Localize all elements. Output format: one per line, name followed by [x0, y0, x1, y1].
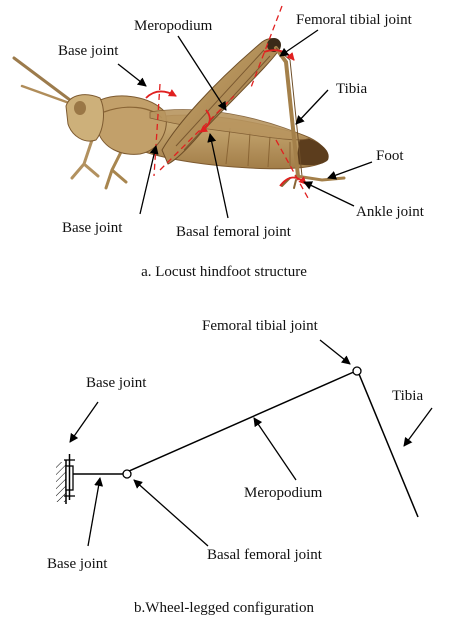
femoral-tibial-leader: [280, 30, 318, 56]
b-femoral-tibial-leader: [320, 340, 350, 364]
panel-a: Meropodium Femoral tibial joint Base joi…: [14, 6, 425, 280]
panel-b-labels: Femoral tibial joint Base joint Tibia Me…: [47, 318, 423, 572]
caption-a: a. Locust hindfoot structure: [141, 264, 307, 280]
foot-leader: [328, 162, 372, 178]
label-basal-femoral-joint: Basal femoral joint: [176, 224, 292, 240]
base-joint-bottom-leader: [140, 146, 156, 214]
hind-foot: [296, 176, 344, 180]
b-basal-femoral-leader: [134, 480, 208, 546]
meropodium-link: [127, 371, 356, 472]
b-tibia-leader: [404, 408, 432, 446]
b-label-basal-femoral-joint: Basal femoral joint: [207, 547, 323, 563]
tibia-leader: [296, 90, 328, 124]
base-mount: [56, 454, 75, 504]
panel-b: Femoral tibial joint Base joint Tibia Me…: [47, 318, 432, 616]
basal-femoral-joint-node: [123, 470, 131, 478]
locust-illustration: [14, 38, 344, 188]
label-femoral-tibial-joint: Femoral tibial joint: [296, 12, 413, 28]
b-label-meropodium: Meropodium: [244, 485, 323, 501]
base-joint-top-leader: [118, 64, 146, 86]
middle-leg: [106, 150, 126, 188]
b-label-femoral-tibial-joint: Femoral tibial joint: [202, 318, 319, 334]
ankle-joint-leader: [304, 182, 354, 206]
label-base-joint-top: Base joint: [58, 43, 119, 59]
locust-eye: [74, 101, 86, 115]
b-meropodium-leader: [254, 418, 296, 480]
b-label-base-joint-top: Base joint: [86, 375, 147, 391]
b-label-tibia: Tibia: [392, 388, 423, 404]
locust-head: [66, 95, 103, 141]
front-leg: [72, 140, 98, 178]
panel-b-leaders: [70, 340, 432, 546]
femoral-tibial-joint-node: [353, 367, 361, 375]
base-joint-rotation-arrow: [146, 91, 176, 98]
label-meropodium: Meropodium: [134, 18, 213, 34]
b-base-joint-top-leader: [70, 402, 98, 442]
label-foot: Foot: [376, 148, 404, 164]
label-ankle-joint: Ankle joint: [356, 204, 425, 220]
label-base-joint-bottom: Base joint: [62, 220, 123, 236]
caption-b: b.Wheel-legged configuration: [134, 600, 314, 616]
foot-claws: [282, 178, 296, 188]
b-base-joint-bottom-leader: [88, 478, 100, 546]
b-label-base-joint-bottom: Base joint: [47, 556, 108, 572]
label-tibia: Tibia: [336, 81, 367, 97]
